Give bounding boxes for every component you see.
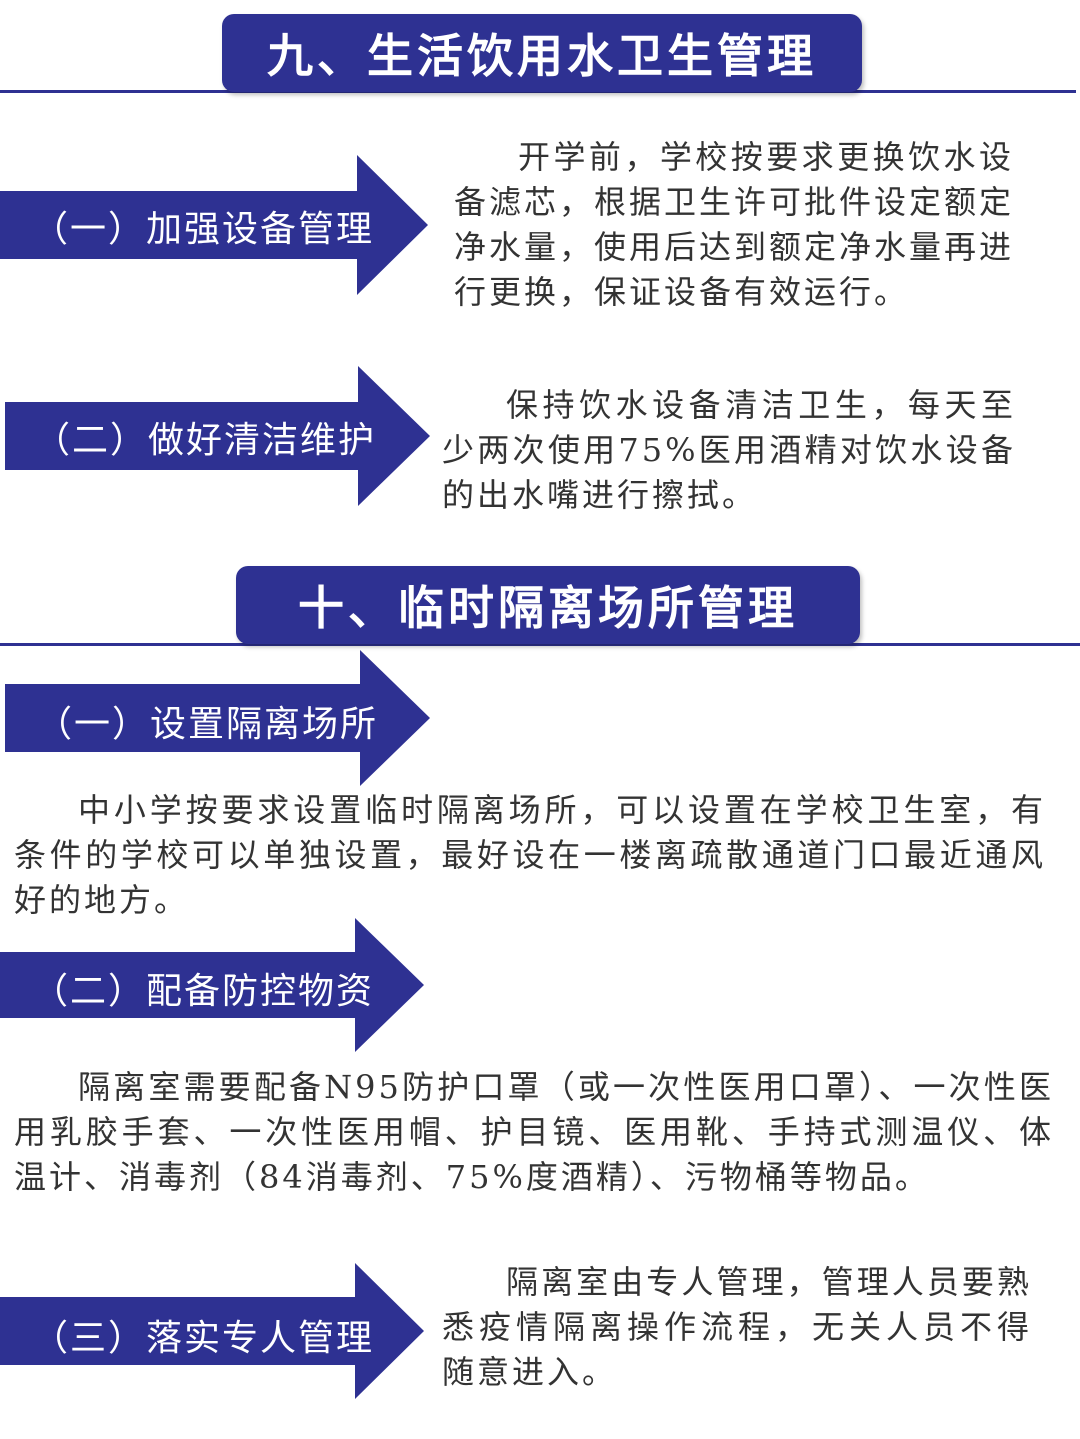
section10-item1-label: （一）设置隔离场所 — [36, 704, 379, 745]
arrow-shape — [5, 366, 430, 506]
section9-item2-label: （二）做好清洁维护 — [34, 420, 377, 461]
section10-title: 十、临时隔离场所管理 — [236, 566, 860, 644]
arrow-banner: （二）做好清洁维护 — [0, 366, 432, 506]
section9-title: 九、生活饮用水卫生管理 — [222, 14, 862, 92]
arrow-banner: （一）加强设备管理 — [0, 155, 430, 295]
arrow-banner: （三）落实专人管理 — [0, 1263, 426, 1399]
section10-rule — [0, 643, 1080, 646]
arrow-banner: （一）设置隔离场所 — [0, 650, 432, 786]
arrow-shape — [5, 650, 430, 786]
section10-item2-text: 隔离室需要配备N95防护口罩（或一次性医用口罩）、一次性医用乳胶手套、一次性医用… — [14, 1068, 1054, 1196]
arrow-banner: （二）配备防控物资 — [0, 918, 426, 1052]
section9-item2-text: 保持饮水设备清洁卫生，每天至少两次使用75%医用酒精对饮水设备的出水嘴进行擦拭。 — [442, 386, 1016, 514]
section10-item1-text: 中小学按要求设置临时隔离场所，可以设置在学校卫生室，有条件的学校可以单独设置，最… — [14, 791, 1046, 919]
section9-item1-label: （一）加强设备管理 — [32, 209, 375, 250]
section10-item3-text: 隔离室由专人管理，管理人员要熟悉疫情隔离操作流程，无关人员不得随意进入。 — [442, 1263, 1032, 1391]
arrow-shape — [0, 155, 428, 295]
arrow-shape — [0, 918, 424, 1052]
section10-item2-label: （二）配备防控物资 — [32, 971, 375, 1012]
section9-item1-text: 开学前，学校按要求更换饮水设备滤芯，根据卫生许可批件设定额定净水量，使用后达到额… — [454, 138, 1015, 311]
arrow-shape — [0, 1263, 424, 1399]
section10-item3-label: （三）落实专人管理 — [32, 1318, 375, 1359]
